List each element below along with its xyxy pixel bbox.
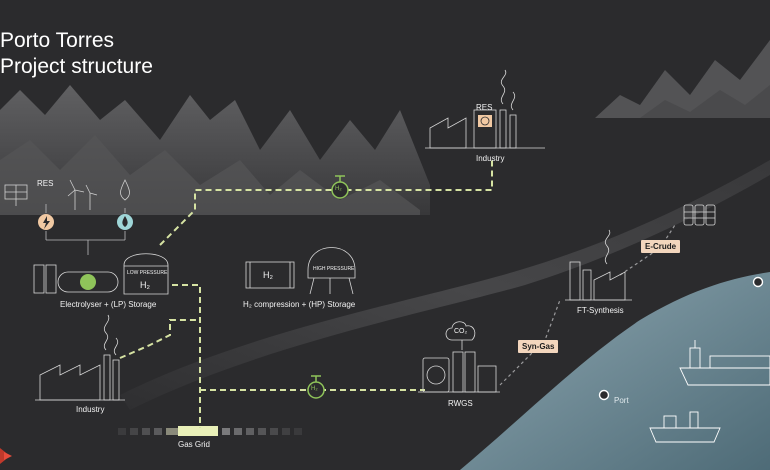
lp-h2-label: H₂: [140, 280, 150, 290]
hp-storage-sphere: [307, 247, 356, 295]
e-crude-barrels-icon: [683, 204, 716, 226]
compressor-h2-label: H₂: [263, 270, 273, 280]
industry-left-icon: [35, 314, 125, 401]
lightning-icon: [43, 216, 50, 229]
industry-top-icon: [425, 69, 545, 149]
ft-synthesis-icon: [565, 229, 632, 301]
valve-lower-label: H₂: [311, 386, 318, 392]
hp-tank-label: HIGH PRESSURE: [313, 266, 355, 272]
industry-left-label: Industry: [76, 405, 105, 414]
rwgs-label: RWGS: [448, 399, 473, 408]
mountains-right-front: [640, 85, 770, 118]
compression-label: H₂ compression + (HP) Storage: [243, 300, 356, 309]
res-connectors: [45, 204, 126, 255]
e-crude-tag: E-Crude: [641, 240, 681, 253]
ft-synthesis-label: FT-Synthesis: [577, 306, 624, 315]
res-left-label: RES: [37, 179, 54, 188]
road: [120, 160, 770, 410]
port-label: Port: [614, 396, 629, 405]
company-logo-icon: [0, 448, 12, 464]
res-top-label: RES: [476, 103, 493, 112]
gas-grid-bar: [118, 426, 302, 436]
tanker-ship-icon: [679, 340, 770, 386]
electrolyser-icon: [33, 264, 119, 294]
h2-compressor-icon: [245, 261, 295, 289]
water-drop-small-icon: [122, 216, 128, 227]
mountains-left-front: [0, 135, 420, 215]
page-title-line2: Project structure: [0, 55, 153, 78]
port-marker: [598, 389, 610, 401]
wind-turbine-icon: [67, 179, 98, 210]
electrolyser-core: [80, 274, 96, 290]
lp-storage-tank: [123, 253, 169, 295]
page-title-line1: Porto Torres: [0, 29, 114, 52]
co2-label: CO₂: [454, 328, 468, 335]
industry-power-icon: [480, 116, 490, 126]
rwgs-icon: [418, 351, 500, 393]
syn-gas-tag: Syn-Gas: [518, 340, 559, 353]
valve-upper-label: H₂: [335, 186, 342, 192]
solar-panel-icon: [4, 184, 28, 206]
valve-lower: [307, 375, 325, 399]
sea: [460, 272, 770, 470]
gas-grid-label: Gas Grid: [178, 440, 211, 449]
industry-top-label: Industry: [476, 154, 505, 163]
lp-tank-label: LOW PRESSURE: [127, 270, 168, 276]
water-drop-icon: [120, 179, 130, 201]
coast-marker: [752, 276, 764, 288]
valve-upper: [331, 175, 349, 199]
co2-cloud-icon: [445, 321, 476, 350]
electrolyser-label: Electrolyser + (LP) Storage: [60, 300, 157, 309]
res-sign: [478, 115, 492, 127]
cargo-ship-icon: [649, 411, 721, 443]
